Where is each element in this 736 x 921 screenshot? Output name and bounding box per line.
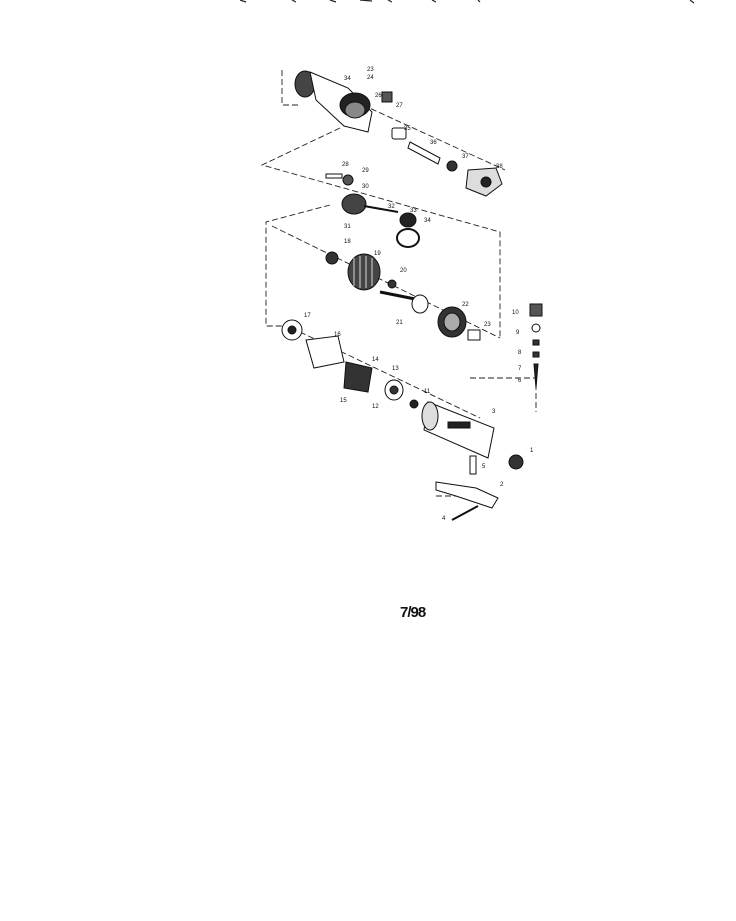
part-label: 4 xyxy=(442,516,446,522)
rear-end-plates xyxy=(281,319,419,409)
part-label: 37 xyxy=(462,154,469,160)
part-label: 28 xyxy=(342,162,349,168)
part-label: 18 xyxy=(344,239,351,245)
clutch-parts xyxy=(325,173,420,248)
part-label: 15 xyxy=(340,398,347,404)
valve-stack xyxy=(529,303,543,389)
part-label: 11 xyxy=(424,389,431,395)
motor-housing xyxy=(421,401,524,475)
part-label: 8 xyxy=(518,350,522,356)
part-label: 38 xyxy=(496,164,503,170)
part-label: 27 xyxy=(396,103,403,109)
part-label: 7 xyxy=(518,366,522,372)
part-label: 5 xyxy=(482,464,486,470)
part-label: 26 xyxy=(375,93,382,99)
part-label: 22 xyxy=(462,302,469,308)
part-label: 13 xyxy=(392,366,399,372)
part-label: 3 xyxy=(492,409,496,415)
part-label: 35 xyxy=(404,126,411,132)
part-label: 14 xyxy=(372,357,379,363)
part-label: 19 xyxy=(374,251,381,257)
part-label: 17 xyxy=(304,313,311,319)
part-label: 29 xyxy=(362,168,369,174)
part-number-labels: 23 24 26 27 34 35 36 37 38 28 29 30 32 3… xyxy=(304,67,534,522)
part-label: 16 xyxy=(334,332,341,338)
part-label: 20 xyxy=(400,268,407,274)
part-label: 33 xyxy=(410,208,417,214)
part-label: 23 xyxy=(367,67,374,73)
part-label: 32 xyxy=(388,204,395,210)
part-label: 23 xyxy=(484,322,491,328)
part-label: 9 xyxy=(516,330,520,336)
top-edge-marks xyxy=(239,0,695,4)
part-label: 21 xyxy=(396,320,403,326)
part-label: 2 xyxy=(500,482,504,488)
part-label: 36 xyxy=(430,140,437,146)
date-code: 7/98 xyxy=(400,604,426,621)
part-label: 10 xyxy=(512,310,519,316)
part-label: 1 xyxy=(530,448,534,454)
throttle-lever xyxy=(435,481,499,521)
part-label: 31 xyxy=(344,224,351,230)
motor-assembly xyxy=(325,251,481,341)
part-label: 6 xyxy=(518,378,522,384)
part-label: 30 xyxy=(362,184,369,190)
part-label: 34 xyxy=(424,218,431,224)
ratchet-head-housing xyxy=(294,70,393,133)
part-label: 24 xyxy=(367,75,374,81)
anvil-and-yoke xyxy=(391,127,503,197)
part-label: 12 xyxy=(372,404,379,410)
part-label: 34 xyxy=(344,76,351,82)
